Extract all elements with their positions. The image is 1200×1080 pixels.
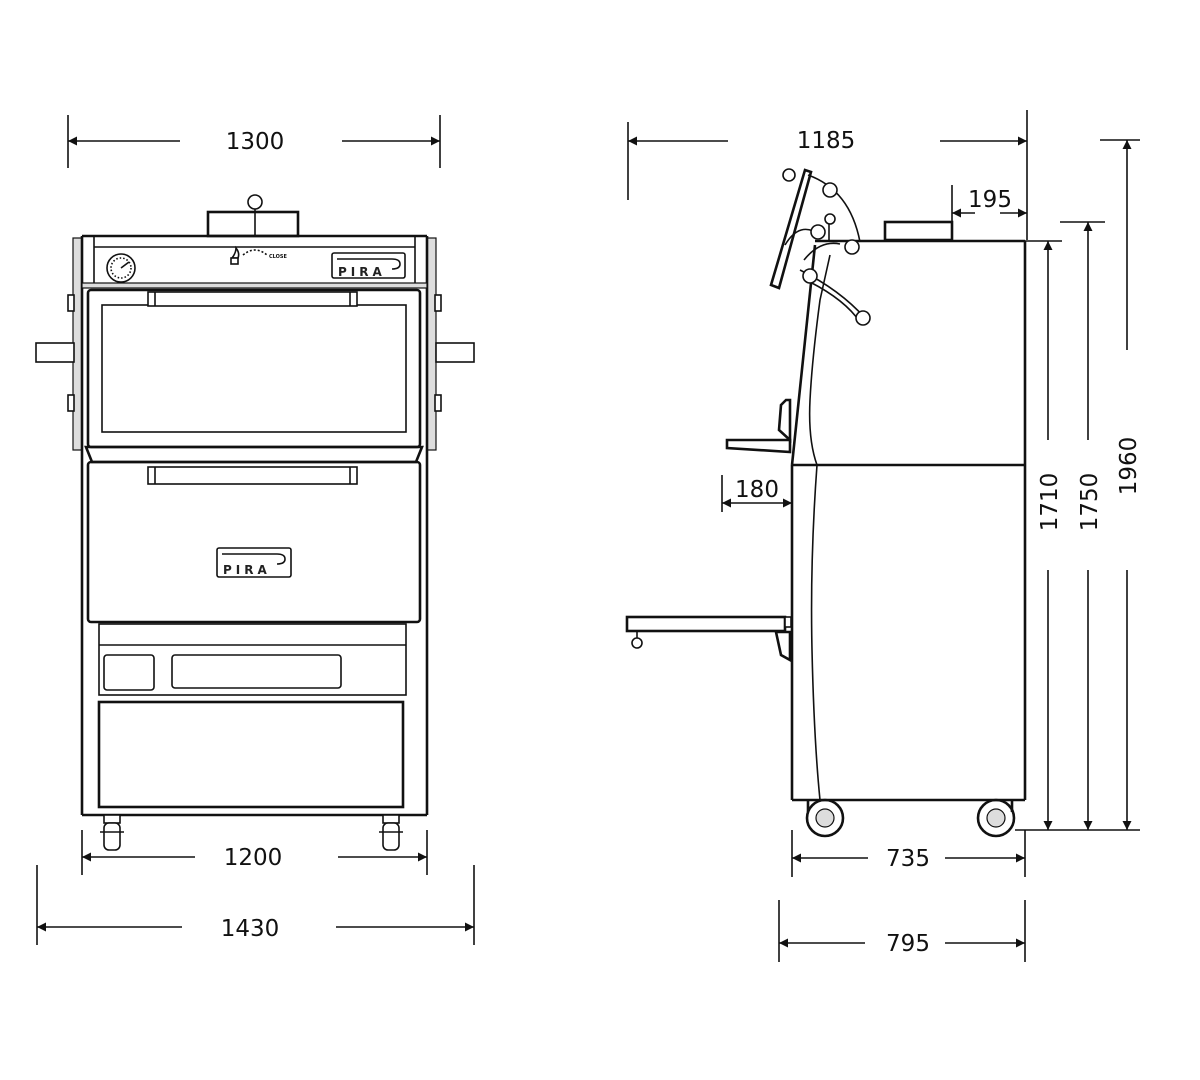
svg-text:1750: 1750 (1077, 473, 1103, 532)
side-wheel-rear (976, 798, 1016, 838)
svg-text:1200: 1200 (224, 845, 283, 871)
svg-text:1430: 1430 (221, 916, 280, 942)
svg-text:1185: 1185 (797, 128, 856, 154)
damper-dial: CLOSE (230, 245, 288, 265)
dimension-chimney-height: 1750 (1077, 222, 1103, 830)
chimney (206, 210, 300, 238)
brand-logo: PIRA (331, 252, 406, 279)
right-handle-rod (435, 342, 475, 363)
svg-text:195: 195 (968, 187, 1012, 213)
dimension-body-height: 1710 (1037, 241, 1063, 830)
damper-knob (247, 194, 263, 210)
ash-drawer (98, 623, 407, 696)
upper-oven-door (86, 288, 422, 449)
svg-text:1710: 1710 (1037, 473, 1063, 532)
left-handle-rod (35, 342, 75, 363)
svg-text:735: 735 (886, 846, 930, 872)
dimension-overall-base-depth: 795 (778, 900, 1026, 962)
dimension-overall-width: 1430 (36, 865, 475, 945)
thermometer-gauge-icon (106, 253, 136, 283)
storage-cabinet (97, 700, 405, 809)
right-bracket (426, 237, 437, 451)
dimension-overall-depth: 1185 (627, 110, 1028, 240)
dimension-base-depth: 735 (791, 830, 1026, 877)
lower-door-handle (147, 466, 358, 485)
front-wheel-right (379, 814, 403, 851)
front-ledge (84, 445, 424, 464)
front-wheel-left (100, 814, 124, 851)
svg-text:795: 795 (886, 931, 930, 957)
side-latch (777, 398, 792, 443)
lower-oven-door: PIRA (86, 460, 422, 624)
slide-out-tray (625, 615, 792, 663)
svg-text:180: 180 (735, 477, 779, 503)
dimension-base-width: 1200 (81, 830, 428, 875)
dimension-shelf-depth: 180 (721, 475, 792, 512)
dimension-label: 1300 (226, 129, 285, 155)
dimension-overall-height: 1960 (1116, 140, 1142, 830)
side-wheel-front (805, 798, 845, 838)
dimension-top-width: 1300 (67, 115, 441, 168)
side-shelf (725, 438, 792, 454)
open-door (769, 168, 871, 326)
svg-text:1960: 1960 (1116, 437, 1142, 496)
front-view: 1300 CLOSE (35, 115, 475, 945)
svg-text:PIRA: PIRA (338, 265, 386, 279)
dimension-chimney-offset: 195 (951, 185, 1027, 222)
svg-text:PIRA: PIRA (223, 563, 271, 577)
upper-door-handle (147, 291, 358, 307)
side-view: 1185 195 (625, 110, 1142, 962)
side-chimney (883, 220, 954, 242)
svg-text:CLOSE: CLOSE (269, 254, 288, 260)
